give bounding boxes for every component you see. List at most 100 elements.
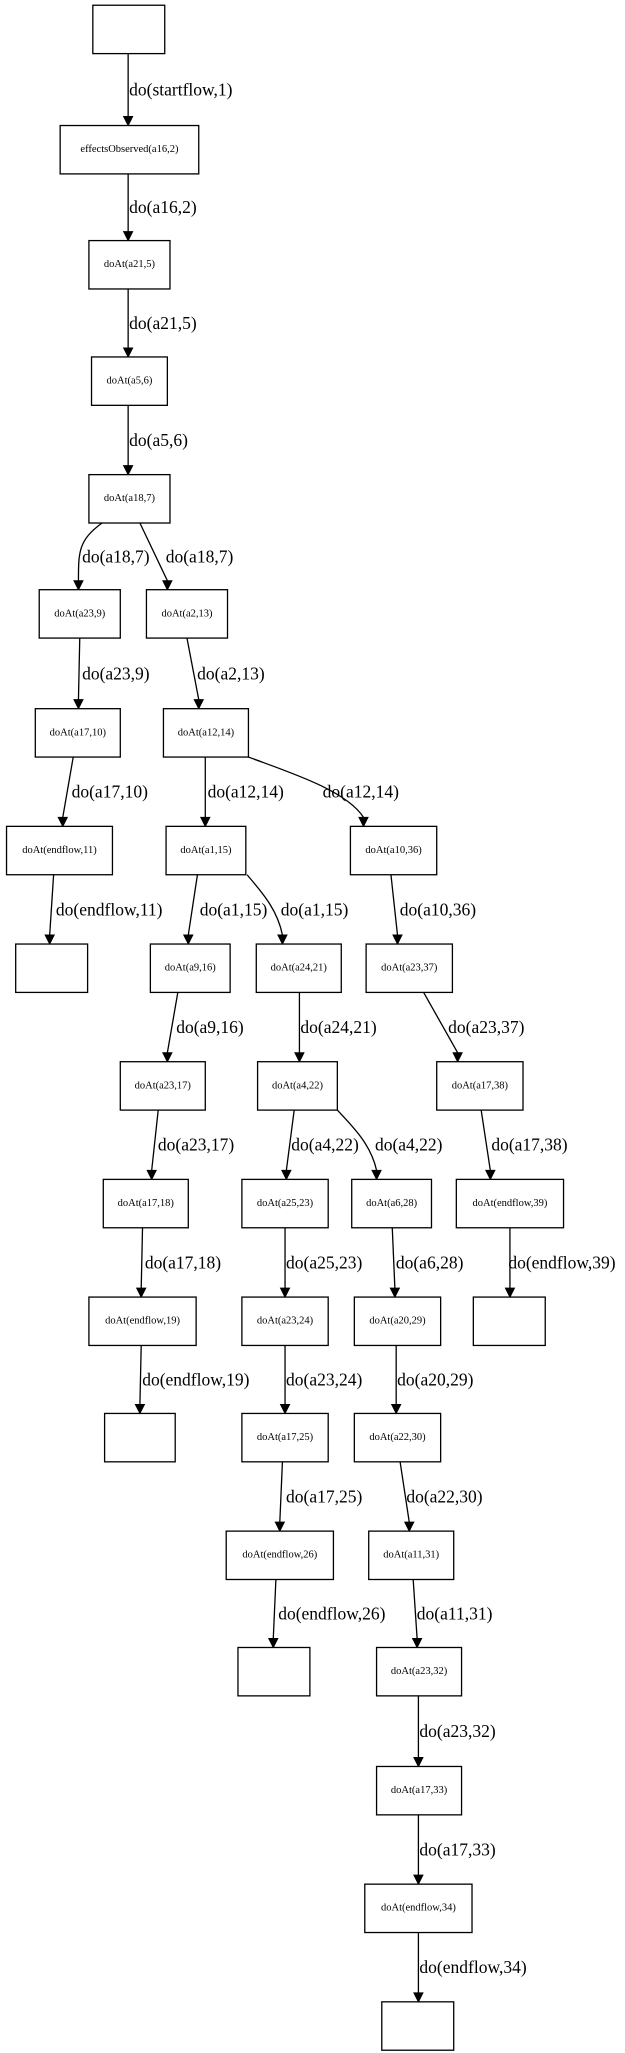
edge-line	[246, 874, 284, 936]
arrowhead-icon	[193, 699, 205, 710]
graph-edge: do(a23,17)	[146, 1110, 234, 1181]
node-box	[90, 356, 169, 406]
arrowhead-icon	[279, 1287, 291, 1299]
graph-edge: do(a17,33)	[413, 1814, 496, 1886]
graph-edge: do(a17,10)	[57, 756, 148, 828]
node-box	[5, 825, 114, 876]
node-label: doAt(a24,21)	[271, 963, 328, 974]
arrowhead-icon	[122, 347, 134, 359]
node-label: doAt(a21,5)	[104, 259, 156, 270]
edge-label: do(endflow,39)	[508, 1252, 615, 1272]
arrowhead-icon	[134, 1403, 146, 1415]
edge-label: do(a4,22)	[375, 1135, 443, 1155]
node-label: doAt(a17,10)	[50, 727, 107, 738]
arrowhead-icon	[73, 699, 84, 710]
edge-label: do(a10,36)	[400, 899, 476, 919]
arrowhead-icon	[73, 580, 84, 591]
edge-line	[139, 1345, 142, 1405]
arrowhead-icon	[182, 934, 194, 946]
graph-node: doAt(endflow,11)	[5, 825, 114, 876]
graph-node: doAt(a20,29)	[353, 1296, 442, 1347]
node-label: doAt(a1,15)	[180, 845, 232, 856]
arrowhead-icon	[411, 1637, 423, 1649]
node-label: doAt(endflow,11)	[22, 845, 97, 856]
graph-edge: do(a4,22)	[336, 1109, 443, 1181]
node-box	[162, 708, 250, 758]
edge-label: do(a4,22)	[291, 1135, 359, 1155]
arrowhead-icon	[135, 1287, 147, 1299]
graph-node: doAt(a17,18)	[102, 1178, 189, 1229]
graph-edge: do(a18,7)	[139, 522, 233, 591]
edge-line	[77, 522, 103, 581]
graph-edge: do(endflow,26)	[267, 1579, 386, 1649]
graph-edge: do(a17,18)	[135, 1227, 221, 1299]
graph-node: doAt(a23,17)	[119, 1061, 206, 1111]
node-box	[102, 1178, 189, 1229]
graph-node: doAt(a23,37)	[365, 943, 454, 994]
edge-label: do(a2,13)	[197, 663, 265, 683]
graph-edge: do(a10,36)	[390, 874, 476, 946]
node-box	[353, 1296, 442, 1347]
node-box	[365, 943, 454, 994]
graph-node: doAt(a25,23)	[241, 1178, 329, 1229]
node-label: doAt(a23,9)	[54, 608, 106, 619]
edge-line	[480, 1109, 491, 1171]
node-box	[255, 943, 342, 994]
edge-label: do(a23,32)	[419, 1721, 495, 1741]
node-label: doAt(endflow,39)	[473, 1198, 548, 1209]
node-box	[119, 1061, 206, 1111]
graph-node: doAt(a11,31)	[368, 1530, 455, 1581]
node-box	[149, 943, 231, 994]
edge-line	[423, 992, 459, 1054]
graph-node: doAt(a4,22)	[256, 1061, 338, 1111]
graph-node: doAt(endflow,26)	[225, 1530, 335, 1581]
edge-line	[187, 874, 199, 936]
arrowhead-icon	[44, 934, 55, 946]
node-box	[375, 1646, 463, 1697]
graph-edge: do(a23,24)	[279, 1345, 363, 1415]
node-label: doAt(a2,13)	[161, 608, 213, 619]
graph-node: doAt(a10,36)	[349, 825, 438, 876]
edge-line	[151, 1110, 159, 1171]
node-box	[237, 1646, 311, 1697]
edges-layer: do(startflow,1)do(a16,2)do(a21,5)do(a5,6…	[44, 53, 616, 2003]
node-label: doAt(a6,28)	[366, 1198, 418, 1209]
graph-edge: do(a20,29)	[390, 1345, 474, 1415]
edge-label: do(a1,15)	[200, 899, 268, 919]
edge-line	[391, 1227, 396, 1289]
graph-edge: do(a4,22)	[281, 1110, 359, 1181]
graph-node: doAt(a21,5)	[88, 239, 171, 290]
empty-graph-node	[472, 1296, 546, 1347]
node-label: doAt(a5,6)	[107, 376, 153, 387]
arrowhead-icon	[452, 1052, 463, 1063]
graph-edge: do(a1,15)	[246, 874, 349, 946]
node-box	[88, 239, 171, 290]
graph-edge: do(a17,25)	[274, 1461, 363, 1533]
arrowhead-icon	[392, 934, 403, 946]
edge-line	[248, 756, 365, 818]
arrowhead-icon	[371, 1169, 382, 1181]
graph-edge: do(a24,21)	[294, 992, 377, 1063]
node-label: doAt(a23,24)	[257, 1316, 314, 1327]
node-box	[353, 1412, 442, 1463]
node-box	[364, 1883, 473, 1934]
graph-edge: do(a1,15)	[182, 874, 268, 946]
graph-edge: do(a22,30)	[399, 1461, 483, 1533]
node-box	[472, 1296, 546, 1347]
graph-edge: do(startflow,1)	[122, 53, 233, 127]
arrowhead-icon	[294, 1052, 305, 1063]
empty-graph-node	[15, 943, 89, 994]
arrowhead-icon	[274, 1521, 286, 1533]
graph-node: doAt(a2,13)	[145, 589, 229, 639]
node-box	[241, 1412, 329, 1463]
graph-edge: do(a25,23)	[279, 1227, 363, 1299]
edge-line	[49, 874, 55, 936]
edge-label: do(a23,17)	[158, 1135, 234, 1155]
edge-label: do(a23,24)	[286, 1369, 362, 1389]
graph-node: doAt(a12,14)	[162, 708, 250, 758]
node-label: doAt(a17,25)	[257, 1432, 314, 1443]
edge-label: do(a22,30)	[406, 1486, 482, 1506]
empty-graph-node	[103, 1412, 176, 1463]
node-box	[368, 1530, 455, 1581]
